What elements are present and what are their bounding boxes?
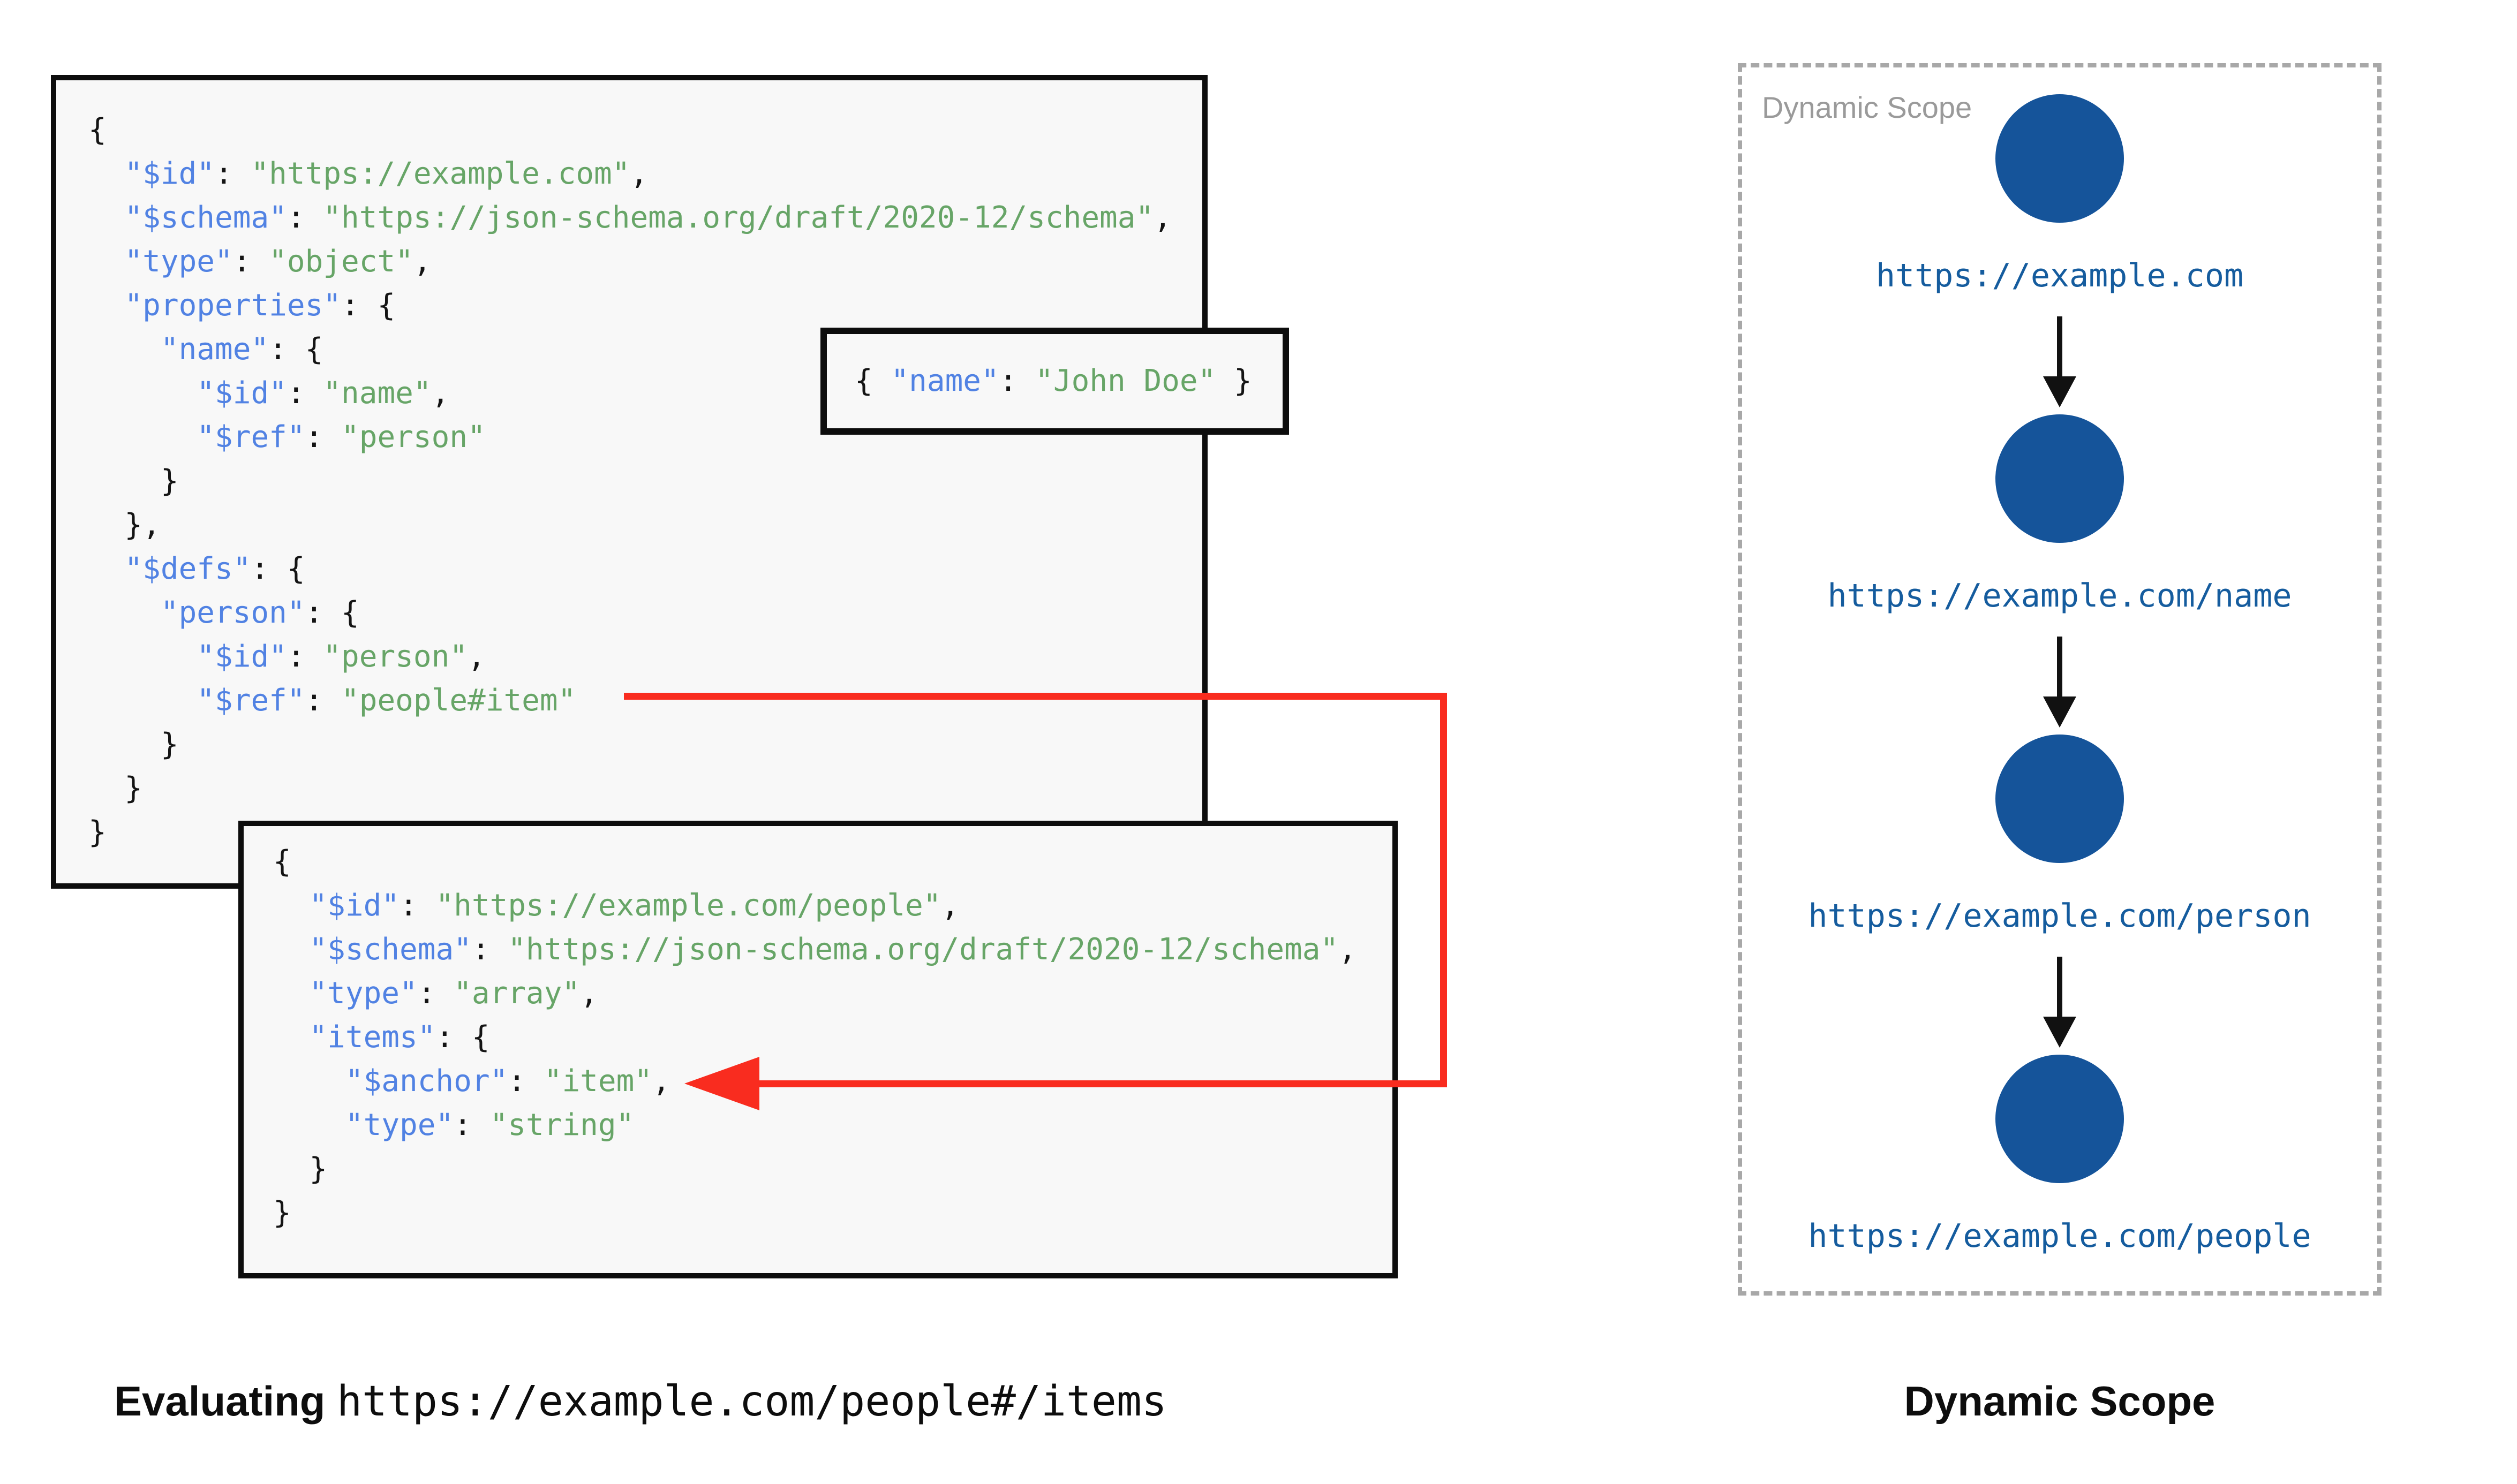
scope-arrowhead-icon <box>2043 696 2076 728</box>
dynamic-scope-panel <box>1738 63 2382 1296</box>
schema-outer-box: { "$id": "https://example.com", "$schema… <box>51 75 1208 889</box>
scope-node-name <box>1995 414 2124 543</box>
scope-arrow-icon <box>2057 316 2062 376</box>
schema-people-box: { "$id": "https://example.com/people", "… <box>238 821 1398 1278</box>
scope-arrowhead-icon <box>2043 1017 2076 1048</box>
scope-node-example-com <box>1995 94 2124 223</box>
evaluating-caption: Evaluating https://example.com/people#/i… <box>114 1377 1167 1426</box>
scope-arrow-icon <box>2057 957 2062 1017</box>
ref-connector-horizontal-top <box>624 693 1447 700</box>
scope-node-person <box>1995 735 2124 863</box>
ref-connector-vertical <box>1440 693 1447 1087</box>
instance-box: { "name": "John Doe" } <box>820 328 1289 435</box>
scope-arrow-icon <box>2057 637 2062 696</box>
ref-connector-horizontal-bottom <box>750 1080 1447 1087</box>
evaluating-prefix: Evaluating <box>114 1377 337 1425</box>
dynamic-scope-panel-label: Dynamic Scope <box>1762 90 1972 124</box>
ref-connector-arrowhead-icon <box>684 1057 759 1110</box>
scope-node-label: https://example.com/people <box>1808 1217 2311 1255</box>
scope-node-label: https://example.com <box>1875 257 2244 294</box>
scope-node-label: https://example.com/person <box>1808 897 2311 935</box>
scope-node-label: https://example.com/name <box>1827 577 2292 615</box>
scope-arrowhead-icon <box>2043 376 2076 407</box>
evaluating-uri: https://example.com/people#/items <box>337 1377 1167 1426</box>
dynamic-scope-caption: Dynamic Scope <box>1904 1377 2215 1425</box>
scope-node-people <box>1995 1055 2124 1183</box>
